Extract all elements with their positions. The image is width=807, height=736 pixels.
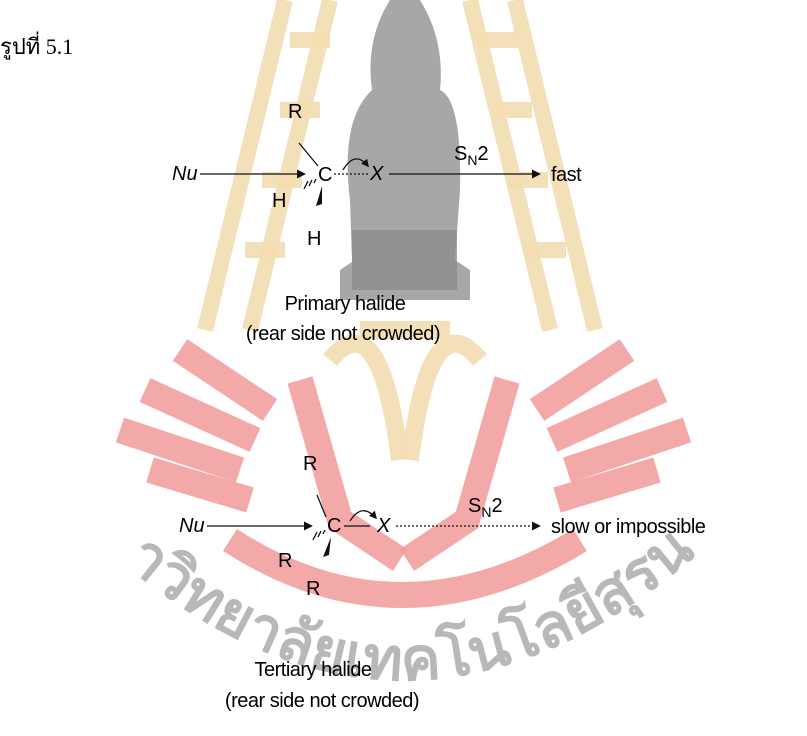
watermark-statue bbox=[340, 0, 470, 300]
mechanism-label: SN2 bbox=[454, 143, 489, 168]
substituent-left-label: R bbox=[278, 550, 292, 572]
watermark-gold-frame bbox=[197, 0, 603, 332]
carbon-atom: C bbox=[327, 515, 341, 537]
mechanism-label: SN2 bbox=[468, 495, 503, 520]
tertiary-caption-line1: Tertiary halide bbox=[254, 659, 371, 681]
figure-label: รูปที่ 5.1 bbox=[0, 31, 73, 60]
curved-electron-arrow bbox=[342, 158, 369, 171]
substituent-bottom-label: R bbox=[306, 578, 320, 600]
substituent-bottom-label: H bbox=[307, 228, 321, 250]
primary-caption-line2: (rear side not crowded) bbox=[246, 323, 440, 345]
reaction-outcome: slow or impossible bbox=[551, 516, 706, 538]
substituent-top-label: R bbox=[288, 101, 302, 123]
tertiary-halide-scheme: Nu R C R R X SN2 slow or impossible Tert… bbox=[179, 453, 706, 712]
hashed-wedge-bond bbox=[303, 178, 317, 190]
watermark-gold-leaves bbox=[323, 321, 487, 462]
tertiary-caption-line2: (rear side not crowded) bbox=[225, 690, 419, 712]
solid-wedge-bond bbox=[323, 537, 331, 557]
nucleophile-label: Nu bbox=[179, 515, 205, 537]
solid-wedge-bond bbox=[316, 186, 322, 206]
watermark-red-emblem bbox=[115, 339, 692, 608]
leaving-group-label: X bbox=[369, 163, 384, 185]
nucleophile-label: Nu bbox=[172, 163, 198, 185]
primary-halide-scheme: Nu R C H H X SN2 fast Primary halide (re… bbox=[172, 101, 583, 345]
primary-caption-line1: Primary halide bbox=[285, 293, 406, 315]
bond-top bbox=[298, 142, 319, 167]
bond-top bbox=[316, 494, 327, 518]
leaving-group-label: X bbox=[376, 515, 391, 537]
carbon-atom: C bbox=[318, 164, 332, 186]
substituent-top-label: R bbox=[303, 453, 317, 475]
hashed-wedge-bond bbox=[312, 529, 326, 541]
curved-electron-arrow bbox=[349, 510, 378, 522]
reaction-outcome: fast bbox=[551, 164, 582, 186]
substituent-left-label: H bbox=[272, 190, 286, 212]
